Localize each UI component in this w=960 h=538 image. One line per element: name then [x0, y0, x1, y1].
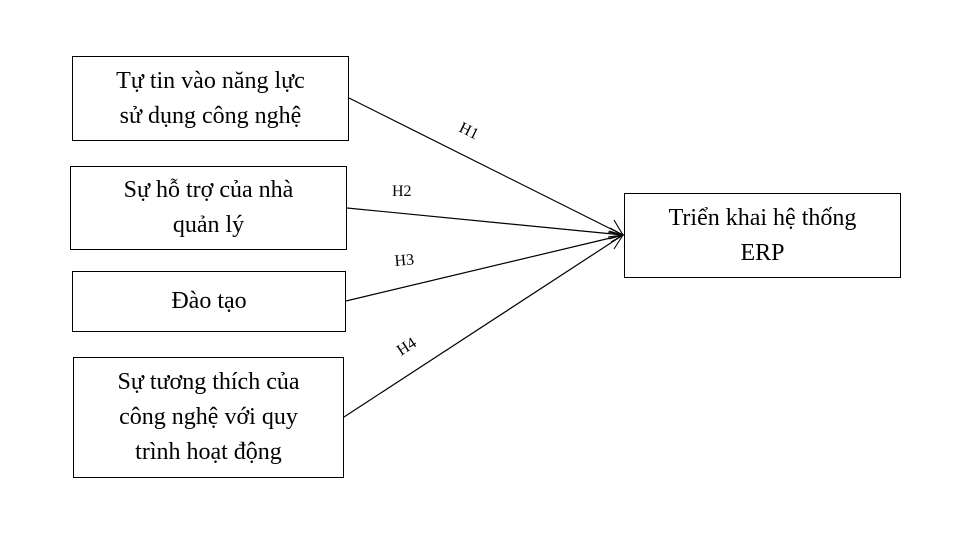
- hypothesis-label-h4: H4: [394, 334, 420, 359]
- construct-box-compatibility: Sự tương thích của công nghệ với quy trì…: [73, 357, 344, 478]
- construct-box-management-support: Sự hỗ trợ của nhà quản lý: [70, 166, 347, 250]
- label-line: Sự tương thích của: [117, 369, 300, 395]
- label-line: công nghệ với quy: [119, 404, 298, 430]
- hypothesis-label-h2: H2: [392, 183, 412, 200]
- hypothesis-label-h3: H3: [394, 251, 415, 270]
- label-line: sử dụng công nghệ: [119, 102, 302, 129]
- construct-label: Sự tương thích của công nghệ với quy trì…: [117, 365, 299, 470]
- construct-label: Triển khai hệ thống ERP: [669, 201, 857, 271]
- arrowheads: [607, 219, 625, 250]
- label-line: trình hoạt động: [135, 439, 282, 465]
- label-line: quản lý: [172, 212, 245, 238]
- arrow-h4: [343, 234, 624, 418]
- label-line: Đào tạo: [171, 288, 247, 314]
- label-line: ERP: [740, 239, 785, 266]
- construct-label: Đào tạo: [171, 284, 246, 319]
- arrow-h2: [346, 207, 624, 236]
- label-line: Sự hỗ trợ của nhà: [123, 177, 294, 203]
- construct-box-erp-implementation: Triển khai hệ thống ERP: [624, 193, 901, 278]
- hypothesis-label-h1: H1: [456, 119, 481, 143]
- arrow-h3: [345, 234, 624, 302]
- construct-label: Sự hỗ trợ của nhà quản lý: [124, 173, 294, 243]
- construct-box-training: Đào tạo: [72, 271, 346, 332]
- label-line: Triển khai hệ thống: [668, 204, 857, 231]
- label-line: Tự tin vào năng lực: [116, 67, 305, 94]
- construct-label: Tự tin vào năng lực sử dụng công nghệ: [116, 64, 305, 134]
- construct-box-self-efficacy: Tự tin vào năng lực sử dụng công nghệ: [72, 56, 349, 141]
- arrowhead-h4: [607, 234, 625, 250]
- arrow-h1: [348, 97, 624, 236]
